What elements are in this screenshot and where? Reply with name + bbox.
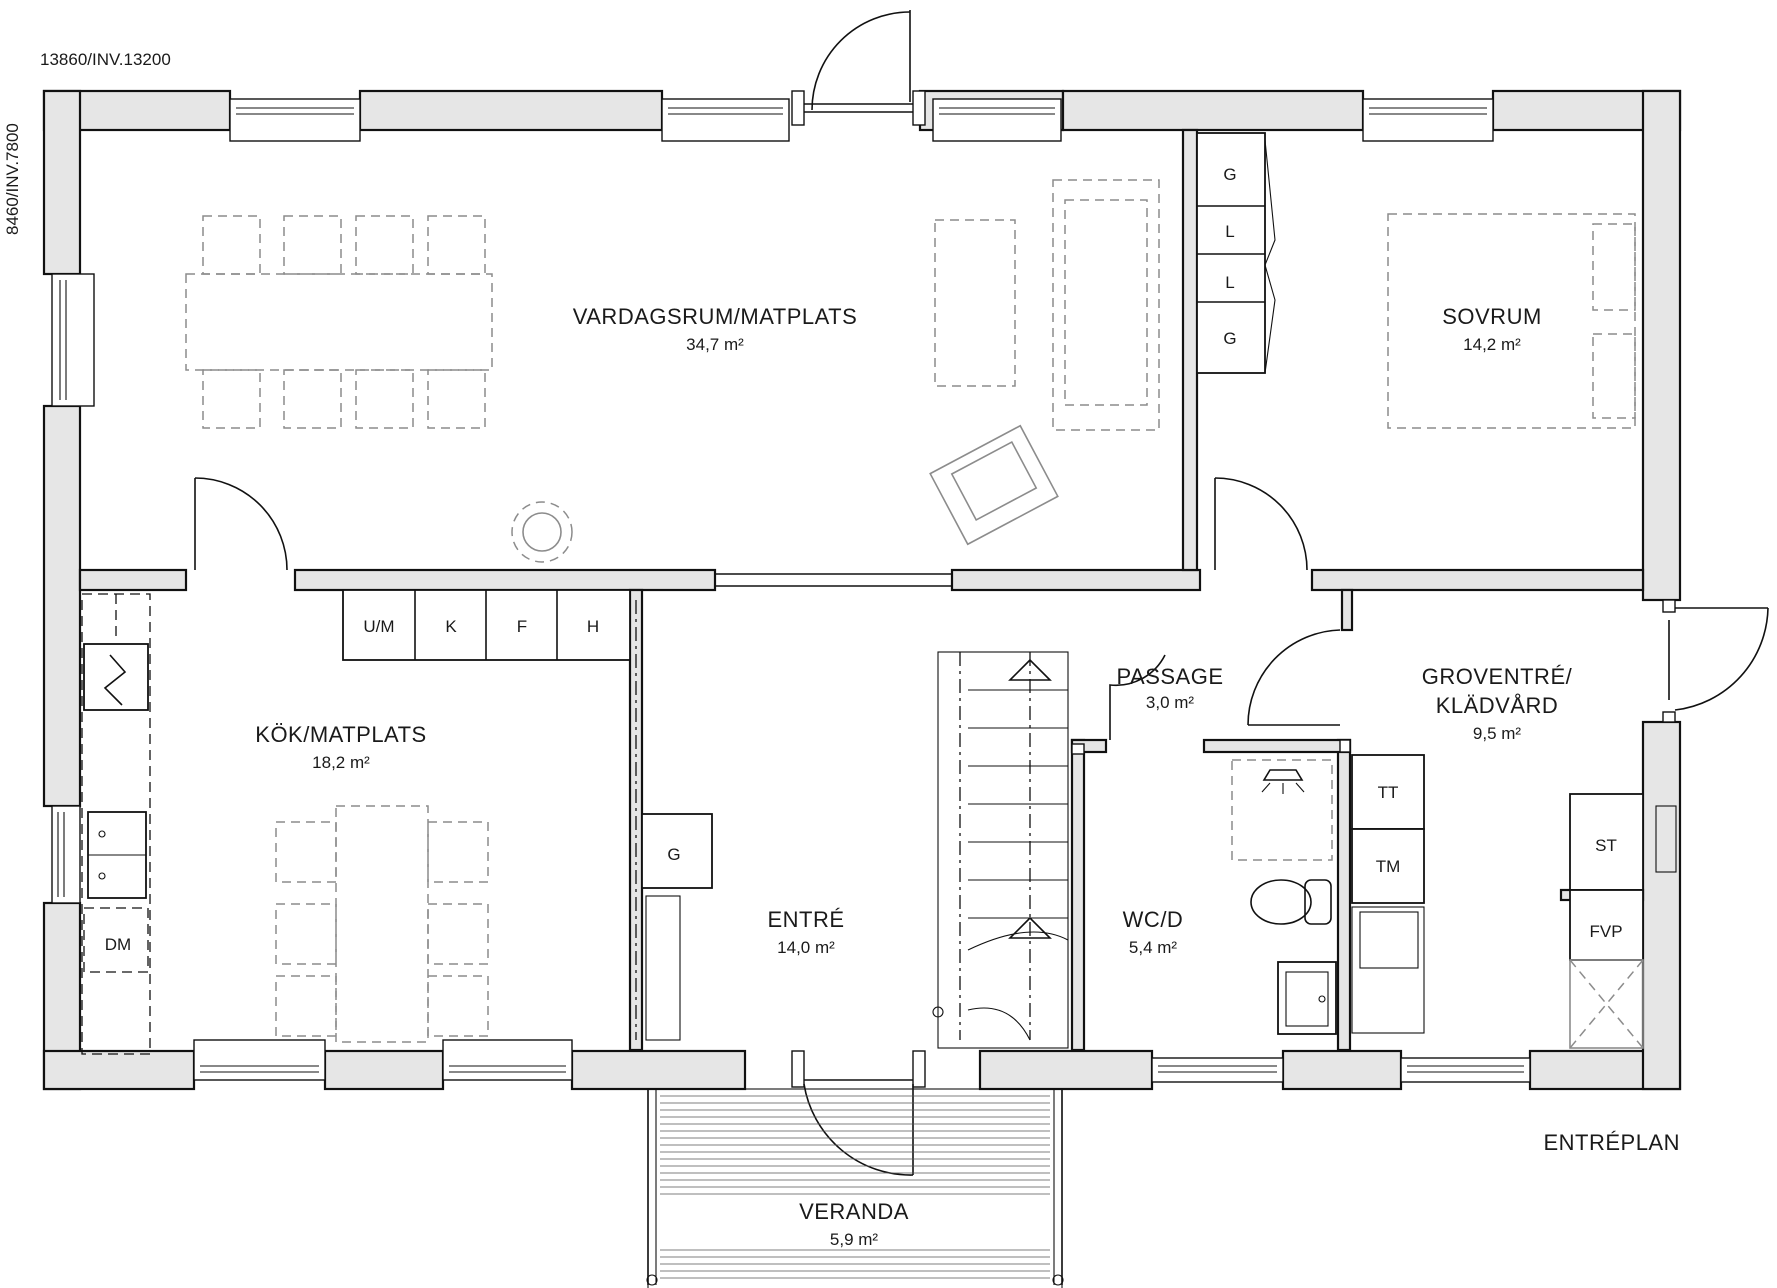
room-labels: VARDAGSRUM/MATPLATS 34,7 m² SOVRUM 14,2 … (255, 304, 1680, 1249)
fixture-um: U/M (363, 617, 394, 636)
room-area-wc: 5,4 m² (1129, 938, 1178, 957)
room-area-kok: 18,2 m² (312, 753, 370, 772)
plan-title: ENTRÉPLAN (1543, 1130, 1680, 1155)
closet-l-2: L (1225, 273, 1234, 292)
room-name-veranda: VERANDA (799, 1199, 909, 1224)
kitchen-fixtures: U/M K F H DM (81, 589, 637, 1055)
room-name-groventre-line1: GROVENTRÉ/ (1422, 664, 1573, 689)
room-name-sovrum: SOVRUM (1442, 304, 1542, 329)
room-area-veranda: 5,9 m² (830, 1230, 879, 1249)
fixture-k: K (445, 617, 457, 636)
width-dimension-label: 13860/INV.13200 (40, 50, 171, 69)
toilet-icon (1304, 879, 1332, 925)
closet-g-bottom: G (1223, 329, 1236, 348)
appliance-st: ST (1595, 836, 1617, 855)
room-name-vardagsrum: VARDAGSRUM/MATPLATS (573, 304, 858, 329)
hall-wardrobe: G (641, 813, 713, 1041)
closet-l-1: L (1225, 222, 1234, 241)
bathroom-fixtures (1231, 759, 1337, 1035)
fixture-f: F (517, 617, 527, 636)
appliance-tm: TM (1376, 857, 1401, 876)
sofa-group (929, 179, 1160, 546)
room-name-passage: PASSAGE (1116, 664, 1223, 689)
room-name-wc: WC/D (1123, 907, 1184, 932)
room-area-sovrum: 14,2 m² (1463, 335, 1521, 354)
dining-table-living (185, 215, 493, 429)
room-name-entre: ENTRÉ (767, 907, 844, 932)
appliance-fvp: FVP (1589, 922, 1622, 941)
stove-round-icon (511, 501, 573, 563)
room-area-entre: 14,0 m² (777, 938, 835, 957)
room-area-groventre: 9,5 m² (1473, 724, 1522, 743)
doors (194, 10, 1769, 1176)
room-area-passage: 3,0 m² (1146, 693, 1195, 712)
dining-table-kitchen (275, 805, 489, 1043)
laundry-fixtures: TT TM ST FVP (1351, 754, 1677, 1049)
bed (1387, 213, 1636, 429)
staircase (932, 651, 1069, 1049)
room-name-kok: KÖK/MATPLATS (255, 722, 426, 747)
fixture-h: H (587, 617, 599, 636)
windows (51, 98, 1531, 1083)
closet-g-top: G (1223, 165, 1236, 184)
appliance-tt: TT (1378, 783, 1399, 802)
washbasin-icon (1277, 961, 1337, 1035)
height-dimension-label: 8460/INV.7800 (3, 123, 22, 235)
room-name-groventre-line2: KLÄDVÅRD (1436, 693, 1559, 718)
veranda-deck (646, 1088, 1064, 1288)
wardrobe-g: G (667, 845, 680, 864)
bedroom-closets: G L L G (1196, 132, 1276, 374)
room-area-vardagsrum: 34,7 m² (686, 335, 744, 354)
fixture-dm: DM (105, 935, 131, 954)
